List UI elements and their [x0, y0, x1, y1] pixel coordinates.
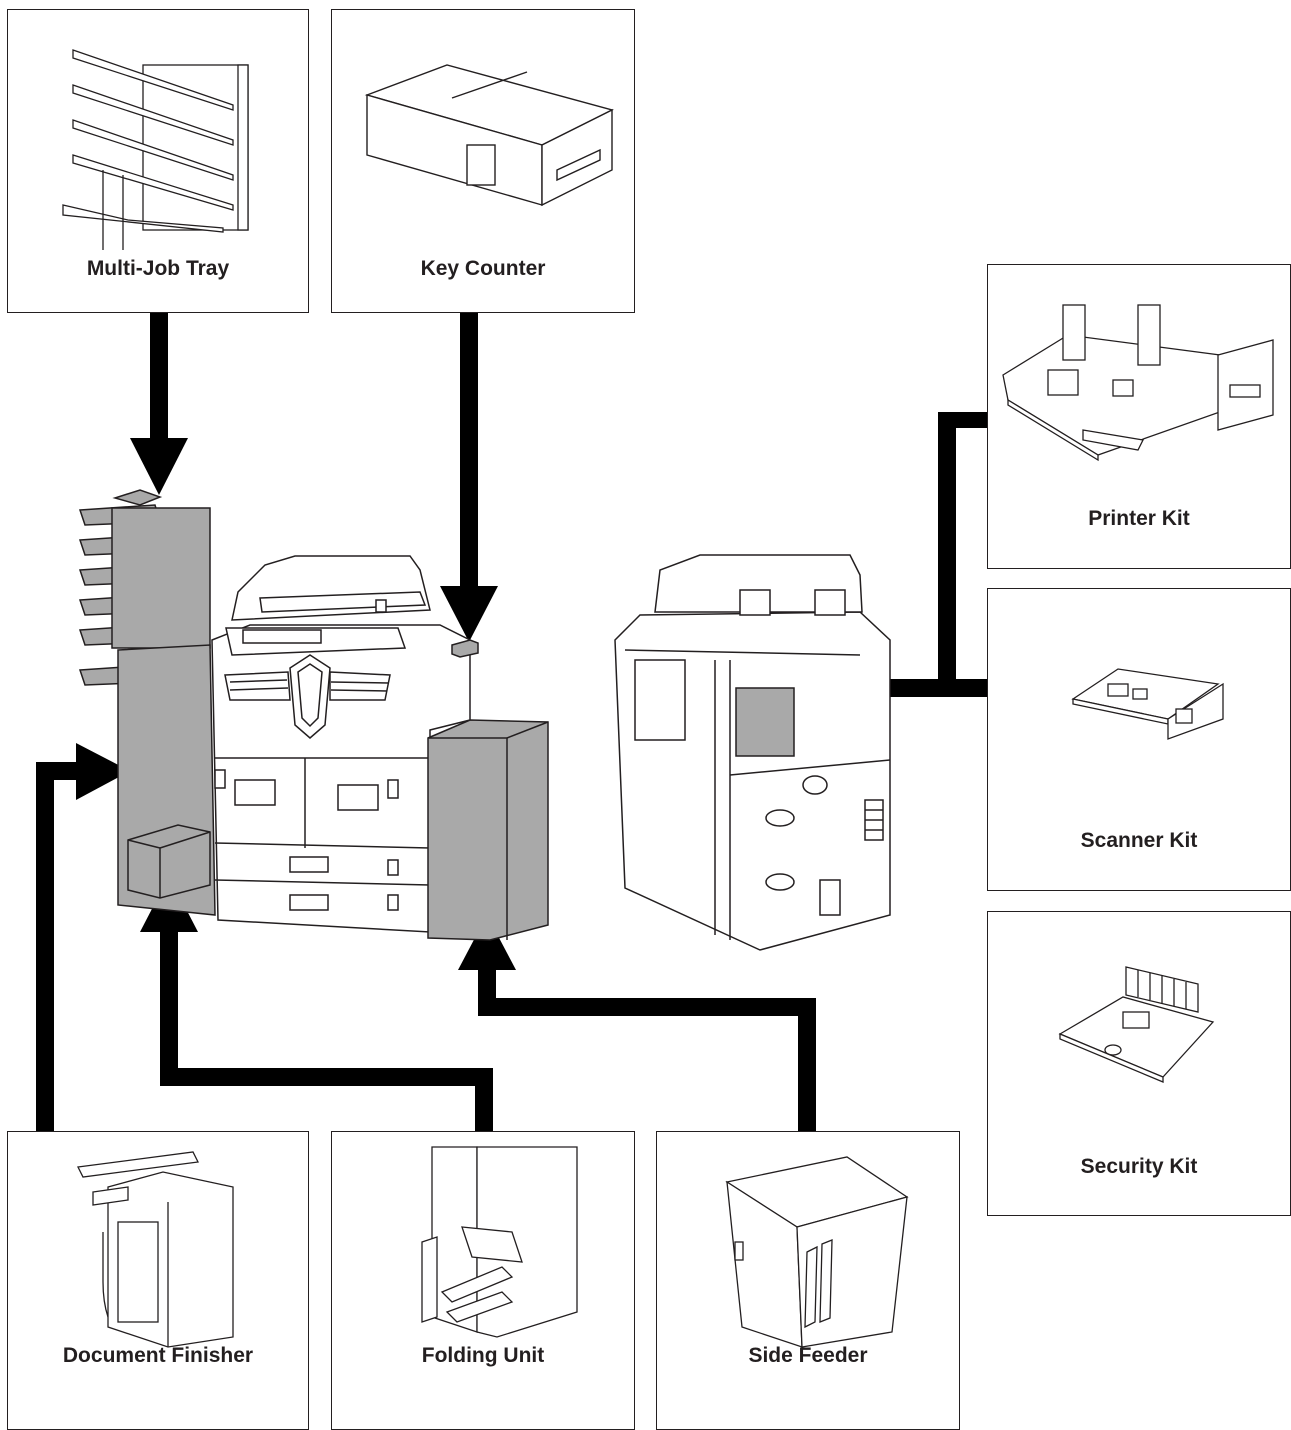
copier-front-view [78, 489, 549, 941]
printer-kit-illustration [1002, 304, 1274, 462]
security-kit-box: Security Kit [987, 911, 1291, 1216]
document-finisher-box: Document Finisher [7, 1131, 309, 1430]
folding-unit-label: Folding Unit [421, 1344, 545, 1367]
key-counter-label: Key Counter [420, 257, 546, 280]
multi-job-tray-illustration [62, 49, 249, 250]
arrow-folding-unit [140, 876, 493, 1132]
folding-unit-box: Folding Unit [331, 1131, 635, 1430]
folding-unit-installed [127, 824, 211, 899]
document-finisher-illustration [77, 1151, 234, 1348]
multi-job-tray-installed [78, 489, 211, 686]
side-feeder-box: Side Feeder [656, 1131, 960, 1430]
document-finisher-label: Document Finisher [62, 1344, 254, 1367]
multi-job-tray-label: Multi-Job Tray [86, 257, 230, 280]
arrow-document-finisher [36, 743, 130, 1132]
printer-kit-slot [735, 687, 795, 757]
printer-kit-box: Printer Kit [987, 264, 1291, 569]
security-kit-label: Security Kit [1080, 1155, 1198, 1178]
side-feeder-label: Side Feeder [748, 1344, 868, 1367]
key-counter-illustration [364, 64, 614, 207]
security-kit-illustration [1058, 966, 1215, 1083]
scanner-kit-illustration [1071, 668, 1224, 740]
scanner-kit-label: Scanner Kit [1080, 829, 1198, 852]
arrow-multi-job-tray [130, 312, 188, 495]
arrow-key-counter [440, 312, 498, 642]
key-counter-box: Key Counter [331, 9, 635, 313]
multi-job-tray-box: Multi-Job Tray [7, 9, 309, 313]
copier-rear-view [614, 554, 891, 951]
key-counter-installed [451, 639, 479, 658]
side-feeder-installed [427, 719, 549, 941]
arrow-side-feeder [458, 915, 816, 1132]
scanner-kit-box: Scanner Kit [987, 588, 1291, 891]
side-feeder-illustration [725, 1156, 909, 1348]
printer-kit-label: Printer Kit [1088, 507, 1190, 530]
folding-unit-illustration [421, 1146, 578, 1338]
